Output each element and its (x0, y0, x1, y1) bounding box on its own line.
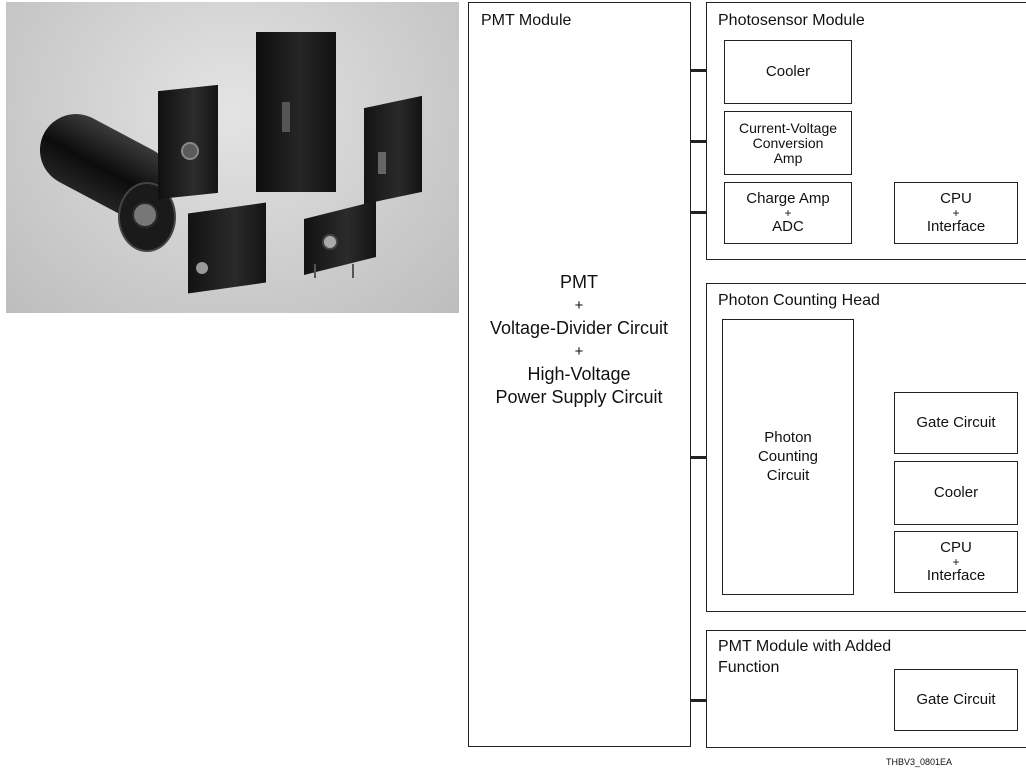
pmt-line-3: Voltage-Divider Circuit (489, 318, 669, 338)
cpu2-line-3: Interface (926, 567, 986, 584)
pmt-line-4: + (574, 343, 584, 360)
gate1-label: Gate Circuit (916, 414, 996, 431)
charge-amp-plus: + (784, 206, 792, 220)
box-module-1-window (181, 142, 199, 160)
cv-amp-line-1: Current-Voltage (738, 119, 838, 136)
cpu-block-1: CPU + Interface (894, 182, 1018, 244)
charge-amp-block: Charge Amp + ADC (724, 182, 852, 244)
photon-counting-head-title: Photon Counting Head (718, 292, 880, 309)
gate2-label: Gate Circuit (916, 691, 996, 708)
added-function-title-line-2: Function (718, 659, 780, 676)
pcc-line-3: Circuit (766, 467, 810, 484)
cylinder-window (132, 202, 158, 228)
cpu2-plus: + (952, 555, 960, 569)
cpu2-line-1: CPU (940, 539, 972, 556)
cooler-block: Cooler (724, 40, 852, 104)
cooler-label: Cooler (765, 63, 811, 80)
cv-amp-block: Current-Voltage Conversion Amp (724, 111, 852, 175)
added-function-title: PMT Module with Added Function (718, 637, 891, 677)
added-function-frame: PMT Module with Added Function (706, 630, 1026, 748)
box-module-5-window (322, 234, 338, 250)
figure-code: THBV3_0801EA (886, 757, 953, 767)
pcc-line-1: Photon (764, 429, 812, 446)
module-pins (314, 264, 354, 278)
gate-circuit-block-1: Gate Circuit (894, 392, 1018, 454)
box-module-4 (188, 202, 266, 294)
pmt-line-1: PMT (560, 272, 598, 292)
box-module-2-slit (282, 102, 290, 132)
cv-amp-line-3: Amp (773, 149, 803, 166)
pcc-line-2: Counting (757, 448, 819, 465)
box-module-2 (256, 32, 336, 192)
cooler-block-2: Cooler (894, 461, 1018, 525)
pmt-module-title: PMT Module (481, 12, 572, 29)
cpu1-line-1: CPU (940, 190, 972, 207)
box-module-4-window (196, 262, 208, 274)
pmt-module-contents: PMT + Voltage-Divider Circuit + High-Vol… (469, 271, 689, 409)
pmt-line-2: + (574, 297, 584, 314)
gate-circuit-block-2: Gate Circuit (894, 669, 1018, 731)
cpu1-line-3: Interface (926, 218, 986, 235)
charge-amp-line-1: Charge Amp (746, 190, 830, 207)
charge-amp-line-3: ADC (772, 218, 804, 235)
cpu-block-2: CPU + Interface (894, 531, 1018, 593)
box-module-3-slit (378, 152, 386, 174)
pmt-line-5: High-Voltage (527, 364, 631, 384)
cooler2-label: Cooler (933, 484, 979, 501)
cv-amp-line-2: Conversion (752, 134, 824, 151)
cpu1-plus: + (952, 206, 960, 220)
photosensor-module-title: Photosensor Module (718, 12, 865, 29)
product-photo (6, 2, 459, 313)
photon-counting-circuit-block: Photon Counting Circuit (722, 319, 854, 595)
box-module-3 (364, 95, 422, 205)
pmt-line-6: Power Supply Circuit (495, 387, 663, 407)
added-function-title-line-1: PMT Module with Added (718, 638, 892, 655)
pmt-module-frame: PMT Module PMT + Voltage-Divider Circuit… (468, 2, 691, 747)
